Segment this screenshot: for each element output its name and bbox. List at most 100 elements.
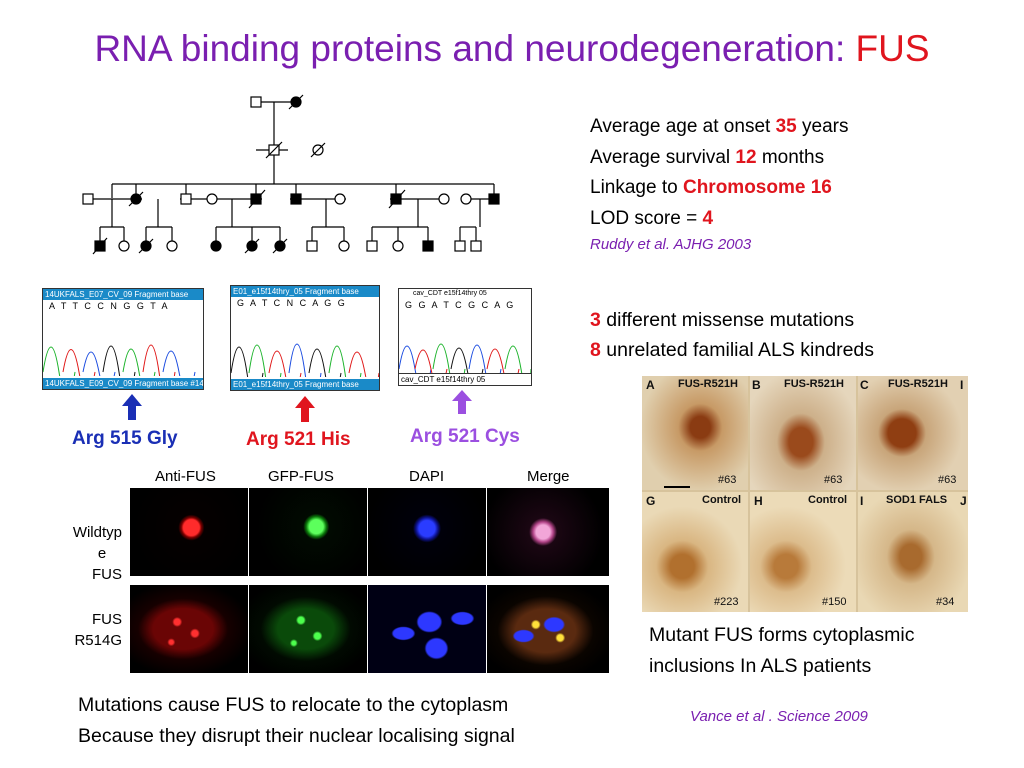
histology-id-i: #34 (936, 596, 955, 608)
chromatogram-1-trace (43, 344, 196, 389)
missense-text: different missense mutations (606, 309, 855, 331)
title-gene: FUS (855, 28, 930, 69)
onset-unit: years (802, 116, 849, 137)
histology-panel-g (642, 492, 748, 612)
chromatogram-2-footer: E01_e15f14thry_05 Fragment base (231, 379, 379, 390)
clinical-stats: Average age at onset 35 years Average su… (590, 112, 848, 256)
row-label-mutant: FUS R514G (52, 609, 122, 651)
histology-caption: Mutant FUS forms cytoplasmic inclusions … (649, 620, 914, 682)
kindreds-line: 8 unrelated familial ALS kindreds (590, 335, 874, 365)
histology-title-g: Control (702, 494, 742, 506)
mutation-summary: 3 different missense mutations 8 unrelat… (590, 305, 874, 365)
histology-panel-b (750, 376, 856, 490)
chromatogram-3-trace (399, 343, 531, 385)
bottom-caption-line1: Mutations cause FUS to relocate to the c… (78, 694, 509, 716)
mutation-label-arg521cys: Arg 521 Cys (410, 426, 520, 447)
col-header-gfp-fus: GFP-FUS (268, 468, 334, 485)
histology-label-a: A (646, 378, 655, 392)
missense-count: 3 (590, 309, 601, 331)
histology-figure: A FUS-R521H B FUS-R521H C FUS-R521H I #6… (642, 376, 968, 612)
pedigree-chart (82, 94, 500, 255)
chromatogram-3-bases: G G A T C G C A G (405, 300, 516, 310)
histology-title-i: SOD1 FALS (886, 494, 948, 506)
histology-id-c: #63 (938, 474, 957, 486)
onset-line: Average age at onset 35 years (590, 112, 848, 143)
micrograph-wt-merge (487, 488, 609, 576)
linkage-value: Chromosome 16 (682, 177, 832, 198)
histology-title-a: FUS-R521H (678, 378, 738, 390)
chromatogram-2-header: E01_e15f14thry_05 Fragment base (231, 286, 379, 297)
row-label-wildtype-line3: FUS (92, 566, 122, 583)
col-header-dapi: DAPI (409, 468, 445, 485)
scale-bar (664, 486, 690, 488)
row-label-wildtype: Wildtyp e FUS (52, 522, 122, 585)
kindreds-count: 8 (590, 339, 601, 361)
histology-title-c: FUS-R521H (888, 378, 948, 390)
histology-label-d: I (960, 378, 964, 392)
lod-line: LOD score = 4 (590, 204, 848, 235)
bottom-caption-line2: Because they disrupt their nuclear local… (78, 725, 515, 747)
lod-label: LOD score = (590, 207, 698, 229)
micrograph-mut-dapi (368, 585, 486, 673)
row-label-wildtype-line2: e (97, 545, 107, 562)
micrograph-mut-gfp-fus (249, 585, 367, 673)
ruddy-citation: Ruddy et al. AJHG 2003 (590, 236, 752, 253)
chromatogram-1: 14UKFALS_E07_CV_09 Fragment base A T T C… (42, 288, 204, 390)
mutation-label-arg515gly: Arg 515 Gly (72, 428, 178, 449)
chromatogram-3: cav_CDT e15f14thry 05 G G A T C G C A G … (398, 288, 532, 386)
micrograph-wt-anti-fus (130, 488, 248, 576)
histology-label-b: B (752, 378, 761, 392)
histology-panel-h (750, 492, 856, 612)
mutation-label-arg521his: Arg 521 His (246, 429, 351, 450)
onset-label: Average age at onset (590, 116, 771, 137)
row-label-mutant-line1: FUS (92, 611, 122, 628)
histology-id-a: #63 (718, 474, 737, 486)
missense-line: 3 different missense mutations (590, 305, 874, 335)
slide-title: RNA binding proteins and neurodegenerati… (0, 28, 1024, 70)
histology-id-h: #150 (822, 596, 847, 608)
histology-label-c: C (860, 378, 869, 392)
chromatogram-3-footer: cav_CDT e15f14thry 05 (399, 373, 531, 385)
histology-label-j: J (960, 494, 967, 508)
chromatogram-3-header: cav_CDT e15f14thry 05 (413, 290, 487, 297)
survival-unit: months (761, 146, 825, 168)
histology-panel-a (642, 376, 748, 490)
histology-panel-i (858, 492, 968, 612)
histology-label-g: G (646, 494, 656, 508)
survival-line: Average survival 12 months (590, 143, 848, 174)
linkage-label: Linkage to (590, 177, 678, 198)
linkage-line: Linkage to Chromosome 16 (590, 173, 848, 204)
histology-id-b: #63 (824, 474, 843, 486)
col-header-merge: Merge (527, 468, 570, 485)
chromatogram-1-footer: 14UKFALS_E09_CV_09 Fragment base #147 Ba… (43, 378, 203, 389)
histology-caption-line1: Mutant FUS forms cytoplasmic (649, 624, 915, 646)
histology-title-h: Control (808, 494, 848, 506)
arrow-up-icon (452, 390, 472, 414)
chromatogram-2-bases: G A T C N C A G G (237, 298, 347, 308)
chromatogram-1-bases: A T T C C N G G T A (49, 301, 170, 311)
histology-id-g: #223 (714, 596, 739, 608)
chromatogram-2-trace (231, 343, 379, 390)
survival-label: Average survival (590, 146, 731, 168)
chromatogram-1-header: 14UKFALS_E07_CV_09 Fragment base (43, 289, 203, 300)
vance-citation: Vance et al . Science 2009 (690, 708, 868, 725)
lod-value: 4 (702, 207, 714, 229)
kindreds-text: unrelated familial ALS kindreds (606, 339, 875, 361)
histology-title-b: FUS-R521H (784, 378, 844, 390)
row-label-wildtype-line1: Wildtyp (72, 524, 122, 541)
row-label-mutant-line2: R514G (74, 632, 122, 649)
col-header-anti-fus: Anti-FUS (155, 468, 216, 485)
arrow-up-icon (122, 394, 142, 420)
histology-label-h: H (754, 494, 763, 508)
micrograph-mut-anti-fus (130, 585, 248, 673)
histology-label-i: I (860, 494, 864, 508)
chromatogram-2: E01_e15f14thry_05 Fragment base G A T C … (230, 285, 380, 391)
micrograph-mut-merge (487, 585, 609, 673)
histology-panel-c (858, 376, 968, 490)
micrograph-wt-dapi (368, 488, 486, 576)
title-main: RNA binding proteins and neurodegenerati… (94, 28, 846, 69)
survival-value: 12 (735, 146, 757, 168)
micrograph-wt-gfp-fus (249, 488, 367, 576)
arrow-up-icon (295, 396, 315, 422)
onset-value: 35 (775, 116, 797, 137)
